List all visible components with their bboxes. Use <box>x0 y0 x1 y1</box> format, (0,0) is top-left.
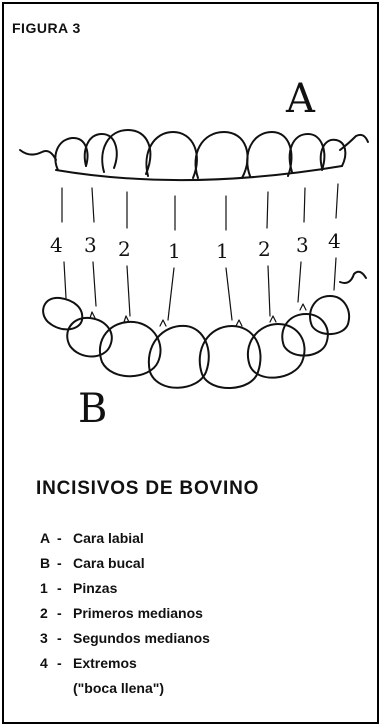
upper-gumline <box>56 166 342 180</box>
upper-gum-right <box>340 135 368 150</box>
upper-gum-left <box>20 150 56 160</box>
label-a: A <box>285 76 316 122</box>
legend-list: A-Cara labial B-Cara bucal 1-Pinzas 2-Pr… <box>40 525 210 700</box>
lower-tooth-2-right <box>248 324 305 378</box>
legend-item: A-Cara labial <box>40 525 210 550</box>
tooth-numbers: 4 3 2 1 1 2 3 4 <box>50 229 341 263</box>
tooth-number: 3 <box>296 233 309 257</box>
legend-item: 3-Segundos medianos <box>40 625 210 650</box>
lower-gum-right <box>340 272 366 283</box>
legend-continuation: ("boca llena") <box>40 675 210 700</box>
lower-guide-lines <box>64 258 336 320</box>
incisors-drawing: A B 4 3 2 1 1 2 3 4 <box>0 0 383 470</box>
tooth-number: 1 <box>168 239 181 263</box>
lower-tooth-4-left <box>43 298 82 330</box>
label-b: B <box>78 386 107 432</box>
upper-arch <box>20 130 368 180</box>
lower-tooth-3-left <box>67 318 112 357</box>
tooth-number: 3 <box>84 233 97 257</box>
upper-tooth-4-left <box>55 138 87 170</box>
tooth-number: 1 <box>216 239 229 263</box>
figure-title: INCISIVOS DE BOVINO <box>36 478 259 500</box>
upper-tooth-3-right <box>290 134 325 172</box>
upper-tooth-2-left <box>102 130 150 174</box>
upper-tooth-3-left <box>85 134 117 168</box>
upper-tooth-2-right <box>247 132 291 176</box>
upper-guide-lines <box>62 184 338 230</box>
legend-item: 1-Pinzas <box>40 575 210 600</box>
tooth-number: 4 <box>50 233 63 257</box>
upper-tooth-1-left <box>146 132 196 178</box>
tooth-number: 2 <box>118 237 131 261</box>
upper-tooth-1-right <box>196 132 248 178</box>
tooth-number: 4 <box>328 229 341 253</box>
legend-item: B-Cara bucal <box>40 550 210 575</box>
legend-item: 4-Extremos <box>40 650 210 675</box>
tooth-number: 2 <box>258 237 271 261</box>
lower-arch <box>43 272 366 388</box>
legend-item: 2-Primeros medianos <box>40 600 210 625</box>
